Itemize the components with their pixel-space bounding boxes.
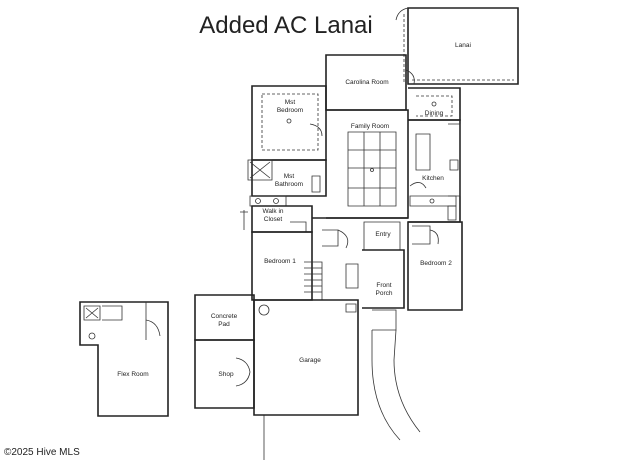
- carolina-room: Carolina Room: [325, 54, 415, 111]
- entry-label: Entry: [375, 231, 391, 238]
- walk-in-closet: Walk in Closet: [240, 205, 313, 233]
- concrete-pad-label-line2: Pad: [218, 321, 230, 328]
- front-porch: Front Porch: [362, 249, 405, 331]
- lanai-room: Lanai: [395, 7, 519, 85]
- bedroom-1: Bedroom 1: [251, 231, 323, 301]
- concrete-pad: Concrete Pad: [194, 294, 255, 341]
- family-room: Family Room: [326, 109, 409, 219]
- shop-label: Shop: [218, 371, 234, 378]
- entry: Entry: [312, 217, 408, 289]
- concrete-pad-label-line1: Concrete: [211, 313, 238, 320]
- master-bedroom: Mst Bedroom: [251, 85, 327, 161]
- mst-bedroom-label-line1: Mst: [285, 99, 296, 106]
- kitchen: Kitchen: [408, 119, 461, 223]
- mst-bedroom-label-line2: Bedroom: [277, 107, 303, 114]
- front-porch-label-line2: Porch: [376, 290, 393, 297]
- carolina-room-label: Carolina Room: [345, 79, 388, 86]
- master-bathroom: Mst Bathroom: [247, 159, 327, 207]
- closet-label-line1: Walk in: [262, 208, 283, 215]
- garage: Garage: [253, 299, 359, 416]
- watermark: ©2025 Hive MLS: [4, 447, 80, 458]
- garage-label: Garage: [299, 357, 321, 364]
- lanai-label: Lanai: [455, 42, 471, 49]
- kitchen-label: Kitchen: [422, 175, 444, 182]
- flex-room: Flex Room: [79, 301, 169, 417]
- bedroom-2: Bedroom 2: [407, 221, 463, 311]
- bedroom-2-label: Bedroom 2: [420, 260, 452, 267]
- mst-bathroom-label-line1: Mst: [284, 173, 295, 180]
- bedroom-1-label: Bedroom 1: [264, 258, 296, 265]
- mst-bathroom-label-line2: Bathroom: [275, 181, 303, 188]
- shop: Shop: [194, 339, 255, 409]
- closet-label-line2: Closet: [264, 216, 283, 223]
- front-porch-label-line1: Front: [376, 282, 391, 289]
- plan-title: Added AC Lanai: [199, 12, 372, 39]
- dining-room: Dining: [408, 87, 461, 121]
- family-room-label: Family Room: [351, 123, 389, 130]
- flex-room-label: Flex Room: [117, 371, 148, 378]
- dining-label: Dining: [425, 110, 444, 117]
